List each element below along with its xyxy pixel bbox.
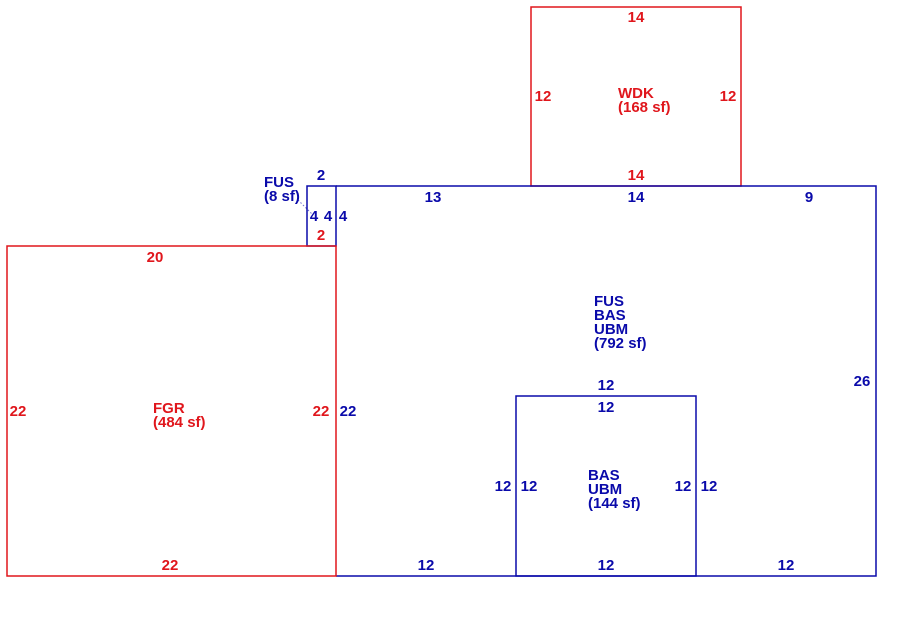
- main-dim-bottom-left: 12: [418, 557, 435, 574]
- bas-dim-left-outer: 12: [495, 478, 512, 495]
- fus-small-dim-bottom: 2: [317, 227, 325, 244]
- fus-small-area-label: (8 sf): [264, 188, 300, 205]
- main-area: 13 14 9 26 22 4 12 12 FUS BAS UBM (792 s…: [336, 185, 877, 577]
- bas-dim-bottom: 12: [598, 557, 615, 574]
- wdk-code-label: WDK: [618, 85, 654, 102]
- fgr-area-label: (484 sf): [153, 414, 206, 431]
- bas-dim-top-outer: 12: [598, 377, 615, 394]
- fgr-dim-bottom: 22: [162, 557, 179, 574]
- bas-code-2: UBM: [588, 481, 622, 498]
- wdk-area-label: (168 sf): [618, 99, 671, 116]
- wdk-area: 14 14 12 12 WDK (168 sf): [530, 6, 742, 187]
- main-code-1: FUS: [594, 293, 624, 310]
- main-code-2: BAS: [594, 307, 626, 324]
- main-code-3: UBM: [594, 321, 628, 338]
- wdk-dim-right: 12: [720, 88, 737, 105]
- fus-small-code-label: FUS: [264, 174, 294, 191]
- bas-dim-top-inner: 12: [598, 399, 615, 416]
- main-dim-top-right: 9: [805, 189, 813, 206]
- fgr-area: 20 22 22 22 FGR (484 sf): [6, 245, 337, 577]
- fgr-outline: [6, 245, 337, 577]
- fus-small-dim-top: 2: [317, 167, 325, 184]
- bas-outline: [515, 395, 697, 577]
- fgr-dim-left: 22: [10, 403, 27, 420]
- bas-dim-right-outer: 12: [701, 478, 718, 495]
- fgr-dim-right: 22: [313, 403, 330, 420]
- main-dim-bottom-right: 12: [778, 557, 795, 574]
- bas-area-label: (144 sf): [588, 495, 641, 512]
- bas-area: 12 12 12 12 12 12 12 BAS UBM (144 sf): [495, 377, 718, 577]
- main-dim-left: 22: [340, 403, 357, 420]
- bas-dim-left-inner: 12: [521, 478, 538, 495]
- fgr-dim-top: 20: [147, 249, 164, 266]
- wdk-dim-bottom: 14: [628, 167, 645, 184]
- fus-small-area: 2 4 4 2 FUS (8 sf): [264, 167, 337, 247]
- wdk-dim-left: 12: [535, 88, 552, 105]
- main-dim-top-left: 13: [425, 189, 442, 206]
- wdk-dim-top: 14: [628, 9, 645, 26]
- fus-small-dim-left: 4: [310, 208, 319, 225]
- main-dim-left-upper: 4: [339, 208, 348, 225]
- bas-code-1: BAS: [588, 467, 620, 484]
- main-dim-right: 26: [854, 373, 871, 390]
- fgr-code-label: FGR: [153, 400, 185, 417]
- main-area-label: (792 sf): [594, 335, 647, 352]
- fus-small-dim-right: 4: [324, 208, 333, 225]
- main-dim-top-mid: 14: [628, 189, 645, 206]
- bas-dim-right-inner: 12: [675, 478, 692, 495]
